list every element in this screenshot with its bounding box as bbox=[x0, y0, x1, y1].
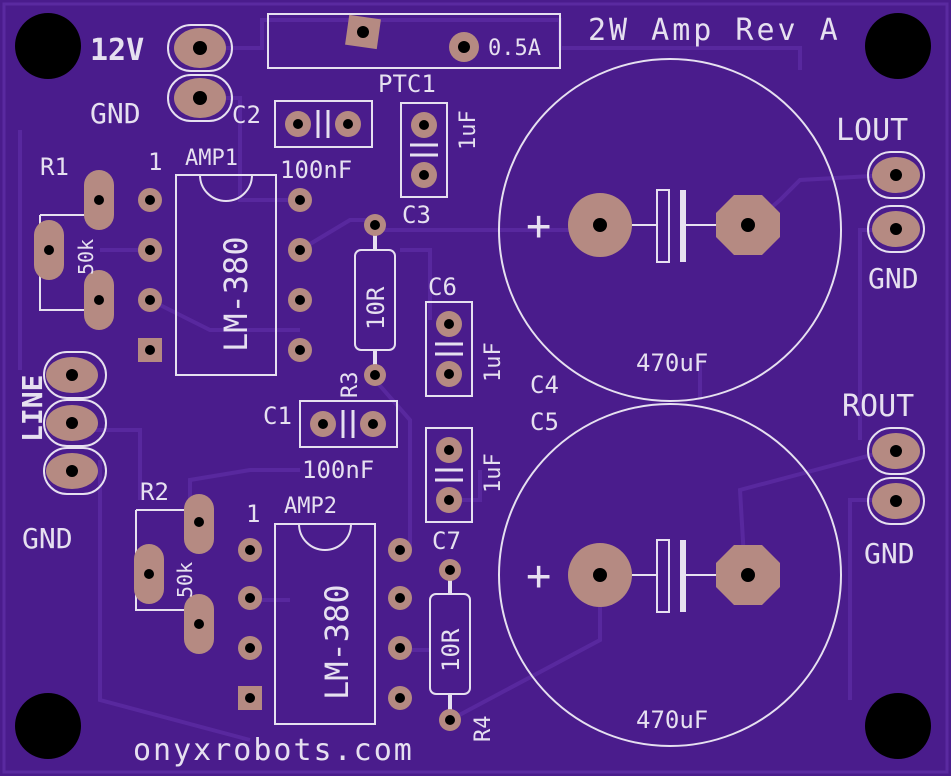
resistor-r3 bbox=[354, 214, 396, 386]
label-c3-value: 1uF bbox=[456, 110, 481, 150]
capacitor-c6 bbox=[425, 301, 473, 397]
label-r3-value: 10R bbox=[362, 286, 390, 330]
mounting-hole-top-left bbox=[15, 13, 81, 79]
label-c7: C7 bbox=[432, 527, 461, 555]
label-c4-value: 470uF bbox=[636, 349, 708, 377]
label-c2-value: 100nF bbox=[280, 156, 352, 184]
mounting-holes bbox=[15, 13, 931, 759]
label-amp1-chip: LM-380 bbox=[217, 236, 255, 352]
label-c1: C1 bbox=[263, 402, 292, 430]
capacitor-c4 bbox=[498, 58, 842, 402]
mounting-hole-bottom-left bbox=[15, 693, 81, 759]
label-r3: R3 bbox=[338, 372, 363, 399]
label-c1-value: 100nF bbox=[302, 456, 374, 484]
label-amp2: AMP2 bbox=[284, 494, 337, 519]
label-c6-value: 1uF bbox=[481, 342, 506, 382]
label-r1-value: 50k bbox=[74, 239, 98, 275]
label-c4: C4 bbox=[530, 371, 559, 399]
label-amp1: AMP1 bbox=[185, 146, 238, 171]
board-title: 2W Amp Rev A bbox=[588, 13, 841, 48]
label-rout: ROUT bbox=[842, 389, 914, 424]
label-r4: R4 bbox=[471, 716, 496, 743]
label-c6: C6 bbox=[428, 273, 457, 301]
label-amp2-pin1: 1 bbox=[246, 500, 260, 528]
ptc1-fuse bbox=[267, 13, 561, 69]
line-connector bbox=[43, 351, 107, 495]
label-r2-value: 50k bbox=[173, 562, 197, 598]
ic-amp2 bbox=[238, 523, 412, 725]
power-connector bbox=[167, 24, 233, 122]
label-gnd-power: GND bbox=[90, 97, 141, 130]
label-ptc1: PTC1 bbox=[378, 70, 436, 98]
copper-traces bbox=[18, 18, 891, 742]
rout-connector bbox=[867, 427, 925, 525]
label-r4-value: 10R bbox=[437, 628, 465, 672]
capacitor-c5 bbox=[498, 403, 842, 747]
board-footer: onyxrobots.com bbox=[133, 733, 414, 768]
label-c4-plus: + bbox=[526, 201, 551, 250]
capacitor-c7 bbox=[425, 427, 473, 523]
potentiometer-r1 bbox=[34, 170, 114, 330]
label-line: LINE bbox=[16, 375, 49, 442]
label-amp2-chip: LM-380 bbox=[318, 584, 356, 700]
label-fuse-rating: 0.5A bbox=[488, 36, 541, 61]
resistor-r4 bbox=[429, 559, 471, 731]
lout-connector bbox=[867, 151, 925, 253]
label-c2: C2 bbox=[232, 101, 261, 129]
label-c5: C5 bbox=[530, 408, 559, 436]
capacitor-c1 bbox=[299, 400, 398, 448]
mounting-hole-top-right bbox=[865, 13, 931, 79]
label-c7-value: 1uF bbox=[481, 453, 506, 493]
mounting-hole-bottom-right bbox=[865, 693, 931, 759]
potentiometer-r2 bbox=[134, 494, 214, 654]
label-c5-plus: + bbox=[526, 551, 551, 600]
label-gnd-rout: GND bbox=[864, 537, 915, 570]
label-12v: 12V bbox=[90, 33, 144, 68]
label-c5-value: 470uF bbox=[636, 706, 708, 734]
capacitor-c3 bbox=[400, 102, 448, 198]
label-lout: LOUT bbox=[836, 113, 908, 148]
label-c3: C3 bbox=[402, 201, 431, 229]
label-gnd-lout: GND bbox=[868, 262, 919, 295]
label-gnd-line: GND bbox=[22, 522, 73, 555]
ic-amp1 bbox=[138, 174, 312, 376]
label-amp1-pin1: 1 bbox=[148, 148, 162, 176]
label-r1: R1 bbox=[40, 153, 69, 181]
capacitor-c2 bbox=[274, 100, 373, 148]
label-r2: R2 bbox=[140, 478, 169, 506]
